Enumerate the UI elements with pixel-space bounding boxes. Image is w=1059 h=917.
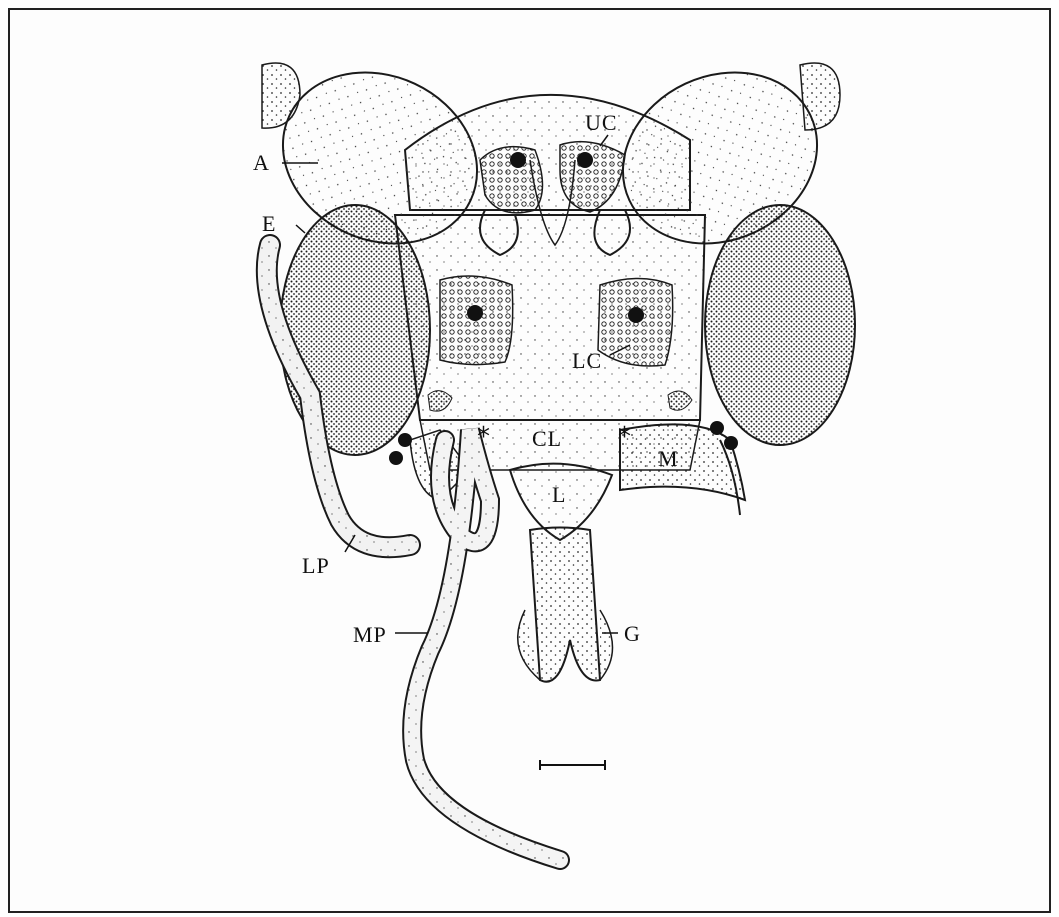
label-CL: CL <box>532 428 562 450</box>
asterisk-right: * <box>618 424 631 450</box>
galea <box>530 528 600 682</box>
label-MP: MP <box>353 624 387 646</box>
label-E: E <box>262 213 276 235</box>
label-LP: LP <box>302 555 330 577</box>
label-A: A <box>253 152 270 174</box>
asterisk-left: * <box>477 424 490 450</box>
label-L: L <box>552 484 566 506</box>
label-UC: UC <box>585 112 618 134</box>
label-LC: LC <box>572 350 602 372</box>
right-mandible <box>620 424 745 500</box>
label-G: G <box>624 623 641 645</box>
right-compound-eye <box>705 205 855 445</box>
label-M: M <box>658 448 679 470</box>
